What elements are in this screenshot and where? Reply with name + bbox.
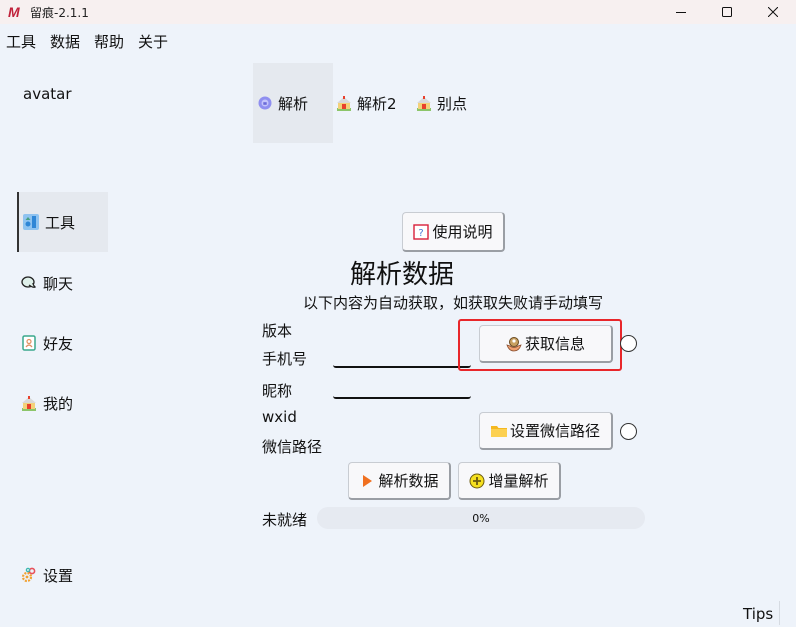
progress-value: 0%: [472, 511, 490, 525]
phone-label: 手机号: [262, 350, 308, 368]
set-wechat-path-button[interactable]: 设置微信路径: [479, 412, 613, 450]
play-icon: [359, 473, 375, 489]
chat-bubble-icon: [21, 275, 37, 291]
sidebar-item-label: 设置: [43, 566, 74, 585]
page-subtitle: 以下内容为自动获取，如获取失败请手动填写: [302, 294, 603, 312]
get-info-button[interactable]: 获取信息: [479, 325, 613, 363]
window-title: 留痕-2.1.1: [30, 5, 89, 20]
incremental-decode-button-label: 增量解析: [488, 472, 549, 490]
get-info-button-label: 获取信息: [524, 335, 585, 353]
avatar[interactable]: avatar: [23, 85, 72, 103]
help-button-label: 使用说明: [432, 223, 493, 241]
title-bar: M 留痕-2.1.1: [0, 0, 796, 24]
nickname-label: 昵称: [262, 382, 293, 400]
app-logo-icon: M: [8, 4, 20, 20]
close-icon: [768, 7, 778, 17]
menu-tools[interactable]: 工具: [6, 32, 37, 51]
wechat-path-status-radio[interactable]: [620, 423, 637, 440]
set-wechat-path-button-label: 设置微信路径: [509, 422, 600, 440]
hands-icon: [506, 336, 522, 352]
menu-help[interactable]: 帮助: [94, 32, 125, 51]
house-icon: [416, 95, 432, 111]
sidebar-item-chat[interactable]: 聊天: [17, 253, 108, 313]
lock-circle-icon: [257, 95, 273, 111]
sidebar-item-mine[interactable]: 我的: [17, 373, 108, 433]
tab-label: 别点: [437, 94, 468, 113]
nickname-input[interactable]: [333, 385, 471, 399]
sidebar-item-friends[interactable]: 好友: [17, 313, 108, 373]
house-icon: [21, 395, 37, 411]
help-button[interactable]: ? 使用说明: [402, 212, 505, 252]
minimize-button[interactable]: [658, 0, 704, 24]
maximize-icon: [722, 7, 732, 17]
menu-bar: 工具 数据 帮助 关于: [0, 28, 175, 54]
folder-icon: [490, 423, 507, 439]
version-label: 版本: [262, 322, 293, 340]
progress-bar: 0%: [317, 507, 645, 529]
decode-data-button[interactable]: 解析数据: [348, 462, 451, 500]
tab-label: 解析2: [357, 94, 397, 113]
incremental-decode-button[interactable]: 增量解析: [458, 462, 561, 500]
sidebar-item-settings[interactable]: 设置: [17, 545, 108, 605]
sidebar-item-label: 我的: [43, 394, 74, 413]
wechat-path-label: 微信路径: [262, 438, 323, 456]
tools-icon: [23, 214, 39, 230]
wxid-label: wxid: [262, 408, 297, 426]
get-info-status-radio[interactable]: [620, 335, 637, 352]
phone-input[interactable]: [333, 354, 471, 368]
question-icon: ?: [413, 223, 430, 240]
house-icon: [336, 95, 352, 111]
svg-text:?: ?: [419, 228, 424, 239]
tab-dont-click[interactable]: 别点: [412, 63, 492, 143]
close-button[interactable]: [750, 0, 796, 24]
maximize-button[interactable]: [704, 0, 750, 24]
tab-label: 解析: [278, 94, 309, 113]
page-title: 解析数据: [349, 260, 454, 290]
sidebar-item-label: 工具: [45, 213, 76, 232]
menu-data[interactable]: 数据: [50, 32, 81, 51]
statusbar-divider: [779, 601, 780, 625]
gears-icon: [21, 567, 37, 583]
tab-parse[interactable]: 解析: [253, 63, 333, 143]
menu-about[interactable]: 关于: [138, 32, 169, 51]
sidebar-item-tools[interactable]: 工具: [17, 192, 108, 252]
status-label: 未就绪: [262, 511, 308, 529]
window-controls: [658, 0, 796, 24]
minimize-icon: [676, 12, 686, 13]
tab-parse2[interactable]: 解析2: [332, 63, 412, 143]
sidebar-item-label: 聊天: [43, 274, 74, 293]
sidebar-item-label: 好友: [43, 334, 74, 353]
tips-label[interactable]: Tips: [743, 605, 774, 623]
decode-data-button-label: 解析数据: [378, 472, 439, 490]
plus-circle-icon: [469, 473, 485, 489]
contacts-book-icon: [21, 335, 37, 351]
